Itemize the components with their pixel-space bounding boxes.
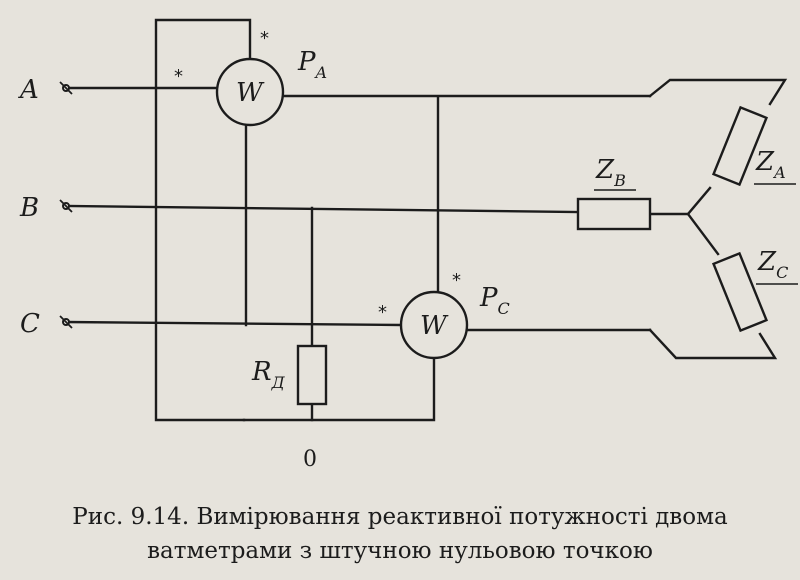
- terminal-c: [59, 315, 73, 329]
- impedance-za-label: ZA: [755, 147, 786, 182]
- impedance-zb-label: ZB: [595, 155, 626, 190]
- wattmeter-c-star-top: *: [452, 270, 461, 291]
- wattmeter-a-star-top: *: [260, 28, 269, 49]
- line-a-to-load: [648, 78, 788, 106]
- impedance-zb: [576, 197, 652, 231]
- wattmeter-a-star-left: *: [174, 66, 183, 87]
- wattmeter-a-reading-label: PA: [297, 47, 327, 82]
- line-c-to-load: [648, 328, 778, 360]
- line-b-wire: [64, 204, 580, 214]
- impedance-za: [711, 105, 769, 187]
- line-c-wire: [64, 320, 402, 327]
- resistor-rd: [296, 344, 328, 406]
- terminal-a: [59, 81, 73, 95]
- wattmeter-a-symbol: W: [236, 78, 265, 108]
- impedance-zc: [711, 251, 769, 333]
- load-star-arm-a: [686, 186, 712, 216]
- impedance-zc-label: ZC: [757, 247, 788, 282]
- resistor-rd-label: RД: [251, 357, 286, 392]
- wattmeter-a: [215, 57, 285, 127]
- wattmeter-a-voltage-loop: [154, 18, 252, 422]
- wattmeter-c-null-lead: [242, 352, 436, 422]
- caption-line-1: Рис. 9.14. Вимірювання реактивної потужн…: [72, 504, 728, 530]
- wattmeter-c: [399, 290, 469, 360]
- load-star-arm-c: [686, 212, 720, 256]
- null-point-label: 0: [303, 447, 317, 472]
- wattmeter-c-reading-label: PC: [479, 283, 510, 318]
- caption-line-2: ватметрами з штучною нульовою точкою: [147, 538, 653, 564]
- terminal-c-label: C: [20, 309, 40, 339]
- terminal-a-label: A: [18, 75, 39, 105]
- circuit-diagram: A B C W W * * * * PA PC RД ZB ZA ZC 0: [18, 18, 798, 472]
- figure-caption: Рис. 9.14. Вимірювання реактивної потужн…: [0, 500, 800, 568]
- terminal-b: [59, 199, 73, 213]
- wattmeter-c-symbol: W: [420, 311, 449, 341]
- wattmeter-c-star-left: *: [378, 302, 387, 323]
- terminal-b-label: B: [19, 193, 39, 223]
